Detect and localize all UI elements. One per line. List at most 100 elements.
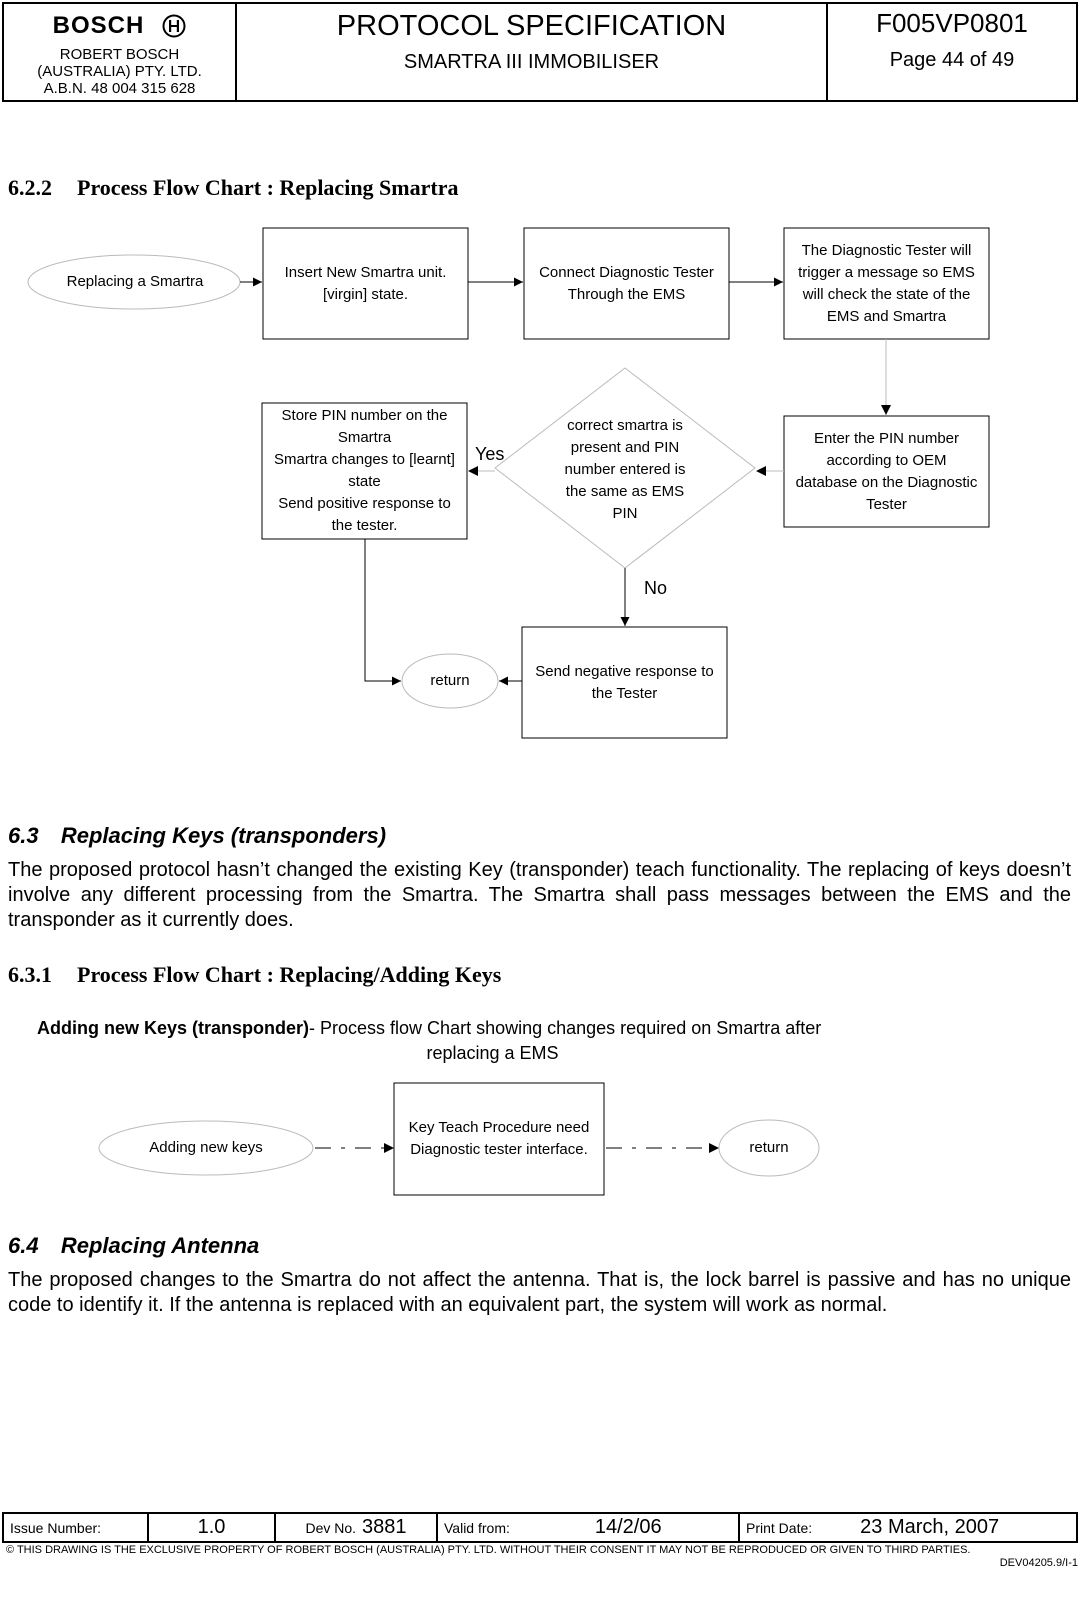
document-footer: Issue Number: 1.0 Dev No. 3881 Valid fro… [2,1512,1078,1543]
insert-line-1: Insert New Smartra unit. [284,263,447,281]
section-heading-6-3: 6.3 Replacing Keys (transponders) [8,823,386,849]
key-teach-box [393,1082,605,1196]
flow2-caption-line2: replacing a EMS [426,1043,559,1063]
section-number: 6.3 [8,823,39,848]
flow2-caption-rest: - Process flow Chart showing changes req… [309,1018,822,1038]
store-pin-text: Store PIN number on the Smartra Smartra … [262,403,467,539]
section-6-3-body: The proposed protocol hasn’t changed the… [8,859,1071,931]
header-docno-cell: F005VP0801 Page 44 of 49 [826,4,1076,100]
store-pin-box [261,402,468,540]
store-line-6: the tester. [331,517,398,534]
negative-line-1: Send negative response to [535,662,714,680]
copyright-notice: © THIS DRAWING IS THE EXCLUSIVE PROPERTY… [6,1544,971,1556]
print-value: 23 March, 2007 [860,1516,1000,1538]
insert-smartra-text: Insert New Smartra unit. [virgin] state. [263,228,468,339]
logo-wordmark: BOSCH [52,12,145,39]
issue-value: 1.0 [197,1516,226,1538]
connect-tester-box [523,227,730,340]
adding-keys-terminal [98,1120,314,1176]
no-label: No [644,578,668,598]
decision-line-4: the same as EMS [565,483,685,500]
section-heading-6-4: 6.4 Replacing Antenna [8,1233,259,1259]
adding-keys-return-label: return [749,1139,789,1156]
dev-label: Dev No. [305,1519,357,1536]
trigger-line-4: EMS and Smartra [826,307,947,325]
return-terminal-label: return [430,672,470,689]
arrow-decision-yes-head [468,466,478,476]
header-title-cell: PROTOCOL SPECIFICATION SMARTRA III IMMOB… [237,4,826,100]
document-header: BOSCH ROBERT BOSCH (AUSTRALIA) PTY. LTD.… [2,2,1078,102]
section-heading-6-2-2: 6.2.2 Process Flow Chart : Replacing Sma… [8,175,458,201]
valid-cell: Valid from: 14/2/06 [436,1514,738,1541]
section-title: Replacing Keys (transponders) [60,823,387,848]
trigger-line-1: The Diagnostic Tester will [801,241,972,259]
section-title: Process Flow Chart : Replacing Smartra [77,175,459,200]
enter-pin-text: Enter the PIN number according to OEM da… [784,416,989,527]
flowchart-adding-keys [98,1082,820,1196]
key-teach-line-1: Key Teach Procedure need [408,1119,590,1136]
yes-label: Yes [475,444,505,464]
store-line-1: Store PIN number on the [281,407,448,424]
company-info: ROBERT BOSCH (AUSTRALIA) PTY. LTD. A.B.N… [4,46,235,97]
decision-line-2: present and PIN [570,439,680,456]
trigger-message-text: The Diagnostic Tester will trigger a mes… [784,228,989,339]
trigger-line-3: will check the state of the [802,285,971,303]
page-number: Page 44 of 49 [889,49,1015,71]
store-line-2: Smartra [337,429,392,446]
document-subtitle: SMARTRA III IMMOBILISER [403,51,660,73]
connect-line-1: Connect Diagnostic Tester [539,263,714,281]
print-cell: Print Date: 23 March, 2007 [738,1514,1076,1541]
negative-line-2: the Tester [591,684,658,702]
bosch-logo: BOSCH [4,12,235,40]
adding-keys-label: Adding new keys [149,1139,263,1156]
print-label: Print Date: [746,1519,813,1536]
company-line-2: (AUSTRALIA) PTY. LTD. [37,63,202,80]
flow2-caption: Adding new Keys (transponder)- Process f… [37,1018,997,1039]
store-line-3: Smartra changes to [learnt] [274,451,455,468]
section-title: Replacing Antenna [60,1233,260,1258]
enter-pin-line-1: Enter the PIN number [813,429,960,447]
valid-label: Valid from: [444,1519,510,1536]
company-line-1: ROBERT BOSCH [59,46,180,63]
insert-smartra-box [262,227,469,340]
section-heading-6-3-1: 6.3.1 Process Flow Chart : Replacing/Add… [8,962,501,988]
document-title: PROTOCOL SPECIFICATION [336,10,727,42]
start-terminal-label: Replacing a Smartra [66,273,204,290]
section-title: Process Flow Chart : Replacing/Adding Ke… [77,962,502,987]
dev-cell: Dev No. 3881 [274,1514,436,1541]
section-number: 6.3.1 [8,962,52,987]
connect-tester-text: Connect Diagnostic Tester Through the EM… [524,228,729,339]
trigger-message-box [783,227,990,340]
arrow-adding-to-teach-head [384,1143,394,1153]
issue-value-cell: 1.0 [147,1514,274,1541]
decision-line-5: PIN [612,505,638,522]
form-code: DEV04205.9/I-1 [999,1557,1078,1569]
flowchart-replacing-smartra [27,227,990,739]
arrow-trigger-to-enter-head [881,405,891,415]
document-number: F005VP0801 [876,8,1028,38]
enter-pin-line-2: according to OEM [826,451,947,469]
negative-response-box [521,626,728,739]
issue-label-cell: Issue Number: [4,1514,147,1541]
trigger-line-2: trigger a message so EMS [798,263,975,281]
arrow-enter-to-decision-head [756,466,766,476]
valid-value: 14/2/06 [594,1516,662,1538]
section-number: 6.4 [8,1233,39,1258]
section-6-4-body: The proposed changes to the Smartra do n… [8,1269,1071,1316]
dev-value: 3881 [362,1516,407,1538]
connect-line-2: Through the EMS [567,285,686,303]
issue-label: Issue Number: [10,1519,102,1536]
negative-response-text: Send negative response to the Tester [522,627,727,738]
insert-line-2: [virgin] state. [322,285,409,303]
decision-line-3: number entered is [564,461,686,478]
flow2-caption-bold: Adding new Keys (transponder) [37,1018,310,1038]
section-number: 6.2.2 [8,175,52,200]
header-company-cell: BOSCH ROBERT BOSCH (AUSTRALIA) PTY. LTD.… [4,4,237,100]
decision-line-1: correct smartra is [567,417,683,434]
arrow-store-to-return [364,539,401,686]
enter-pin-line-3: database on the Diagnostic [795,473,978,491]
key-teach-line-2: Diagnostic tester interface. [410,1141,588,1158]
decision-text: correct smartra is present and PIN numbe… [545,410,705,530]
store-line-5: Send positive response to [278,495,451,512]
arrow-teach-to-return-head [709,1143,719,1153]
